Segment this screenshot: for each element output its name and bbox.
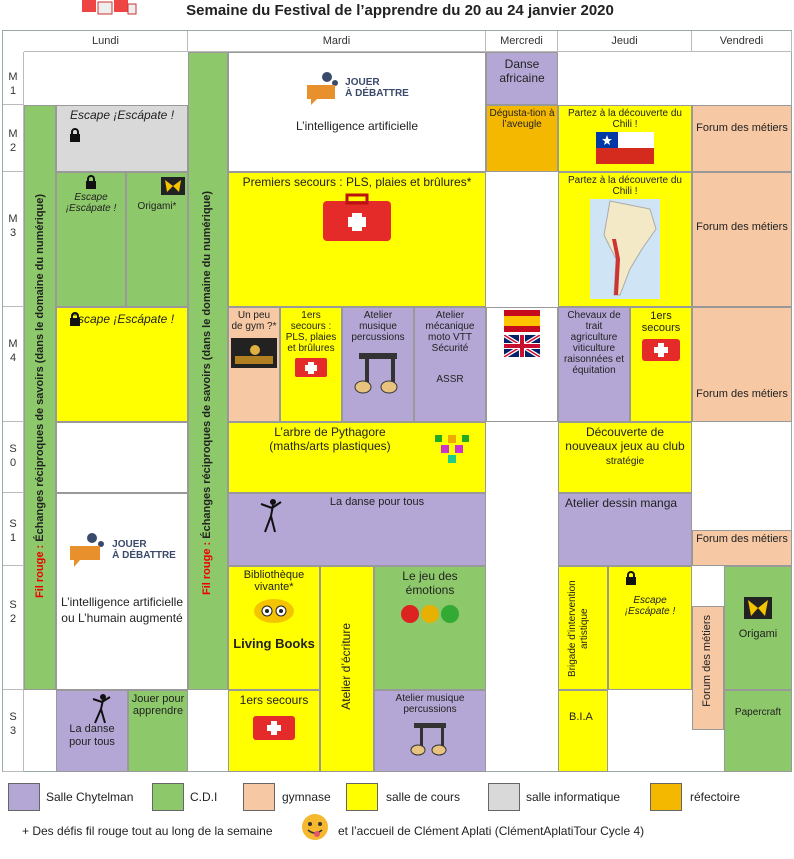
secours-m4-cell: 1ers secours : PLS, plaies et brûlures xyxy=(280,307,342,422)
chili-cell-m3: Partez à la découverte du Chili ! xyxy=(558,172,692,307)
danse-pour-tous-cell: La danse pour tous xyxy=(228,493,486,566)
speech-bubble-logo-icon xyxy=(70,533,105,567)
legend-swatch-orange xyxy=(650,783,682,811)
secours-jeudi-cell: 1ers secours xyxy=(630,307,692,422)
chili-cell-m2: Partez à la découverte du Chili ! xyxy=(558,105,692,172)
pythagoras-tree-icon xyxy=(435,435,469,463)
secours-s3-cell: 1ers secours xyxy=(228,690,320,772)
jouer-apprendre-cell: Jouer pour apprendre xyxy=(128,690,188,772)
footer-right-text: et l’accueil de Clément Aplati (ClémentA… xyxy=(338,824,645,838)
music-notes-icon xyxy=(410,723,447,756)
first-aid-kit-icon xyxy=(323,193,391,241)
first-aid-kit-icon xyxy=(253,716,295,740)
living-books-icon xyxy=(254,599,294,623)
bia-cell: B.I.A xyxy=(558,690,608,772)
papercraft-cell: Papercraft xyxy=(724,690,792,772)
gym-cell: Un peu de gym ?* xyxy=(228,307,280,422)
forum-s1: Forum des métiers xyxy=(692,530,792,566)
legend-swatch-green xyxy=(152,783,184,811)
butterfly-icon xyxy=(161,177,185,195)
forum-vertical-cell: Forum des métiers xyxy=(692,606,724,730)
danse-lundi-s3-cell: La danse pour tous xyxy=(56,690,128,772)
danse-africaine-cell: Danse africaine xyxy=(486,52,558,105)
escape-jeudi-cell: Escape ¡Escápate ! xyxy=(608,566,692,690)
header-lundi: Lundi xyxy=(24,31,188,52)
legend-label: réfectoire xyxy=(690,790,741,804)
musique-s3-cell: Atelier musique percussions xyxy=(374,690,486,772)
legend-label: C.D.I xyxy=(190,790,218,804)
jeux-cell: Découverte de nouveaux jeux au club stra… xyxy=(558,422,692,493)
header-mercredi: Mercredi xyxy=(486,31,558,52)
degustation-cell: Dégusta-tion à l’aveugle xyxy=(486,105,558,172)
speech-bubble-logo-icon xyxy=(307,72,339,105)
legend-label: gymnase xyxy=(282,790,331,804)
legend-swatch-salmon xyxy=(243,783,275,811)
first-aid-kit-icon xyxy=(295,358,327,377)
lock-icon xyxy=(70,312,80,326)
emotions-cell: Le jeu des émotions xyxy=(374,566,486,690)
forum-m3: Forum des métiers xyxy=(692,172,792,307)
atelier-ecriture-cell: Atelier d’écriture xyxy=(320,566,374,772)
page-title: Semaine du Festival de l’apprendre du 20… xyxy=(186,2,614,19)
dessin-manga-cell: Atelier dessin manga xyxy=(558,493,692,566)
premiers-secours-cell: Premiers secours : PLS, plaies et brûlur… xyxy=(228,172,486,307)
uk-flag-icon xyxy=(502,333,542,359)
footer-left-text: + Des défis fil rouge tout au long de la… xyxy=(22,824,273,838)
lock-icon xyxy=(626,571,636,585)
legend-label: salle de cours xyxy=(386,790,461,804)
bibliotheque-cell: Bibliothèque vivante* Living Books xyxy=(228,566,320,690)
music-notes-icon xyxy=(354,353,398,394)
lock-icon xyxy=(86,175,96,189)
legend-swatch-grey xyxy=(488,783,520,811)
smiley-tongue-icon xyxy=(302,814,328,840)
header-vendredi: Vendredi xyxy=(692,31,792,52)
escape-lundi-m2: Escape ¡Escápate ! xyxy=(56,105,188,172)
musique-m4-cell: Atelier musique percussions xyxy=(342,307,414,422)
fil-rouge-lundi: Fil rouge : Échanges réciproques de savo… xyxy=(24,105,56,690)
dancer-icon xyxy=(260,499,282,533)
header-mardi: Mardi xyxy=(188,31,486,52)
legend-label: Salle Chytelman xyxy=(46,790,134,804)
forum-m4: Forum des métiers xyxy=(692,307,792,422)
mecanique-cell: Atelier mécanique moto VTT Sécurité ASSR xyxy=(414,307,486,422)
pythagore-cell: L’arbre de Pythagore (maths/arts plastiq… xyxy=(228,422,486,493)
chile-flag-icon xyxy=(596,132,654,164)
escape-lundi-m3: Escape ¡Escápate ! xyxy=(56,172,126,307)
forum-m2: Forum des métiers xyxy=(692,105,792,172)
cubes-logo xyxy=(80,0,138,18)
south-america-map-icon xyxy=(590,199,660,299)
first-aid-kit-icon xyxy=(642,339,680,361)
header-jeudi: Jeudi xyxy=(558,31,692,52)
legend-label: salle informatique xyxy=(526,790,621,804)
butterfly-icon xyxy=(744,597,772,619)
legend-swatch-yellow xyxy=(346,783,378,811)
legend-swatch-purple xyxy=(8,783,40,811)
origami-vendredi-cell: Origami xyxy=(724,566,792,690)
dancer-icon xyxy=(92,694,111,724)
empty-lundi-s0 xyxy=(56,422,188,493)
escape-lundi-m4: Escape ¡Escápate ! xyxy=(56,307,188,422)
chevaux-cell: Chevaux de trait agriculture viticulture… xyxy=(558,307,630,422)
lock-icon xyxy=(70,128,80,142)
langues-cell xyxy=(486,307,558,422)
emotion-faces-icon xyxy=(401,605,459,623)
fil-rouge-mardi: Fil rouge : Échanges réciproques de savo… xyxy=(188,52,228,690)
brigade-cell: Brigade d’intervention artistique xyxy=(558,566,608,690)
gym-photo-icon xyxy=(231,338,277,368)
spain-flag-icon xyxy=(504,310,540,332)
origami-lundi-m3: Origami* xyxy=(126,172,188,307)
